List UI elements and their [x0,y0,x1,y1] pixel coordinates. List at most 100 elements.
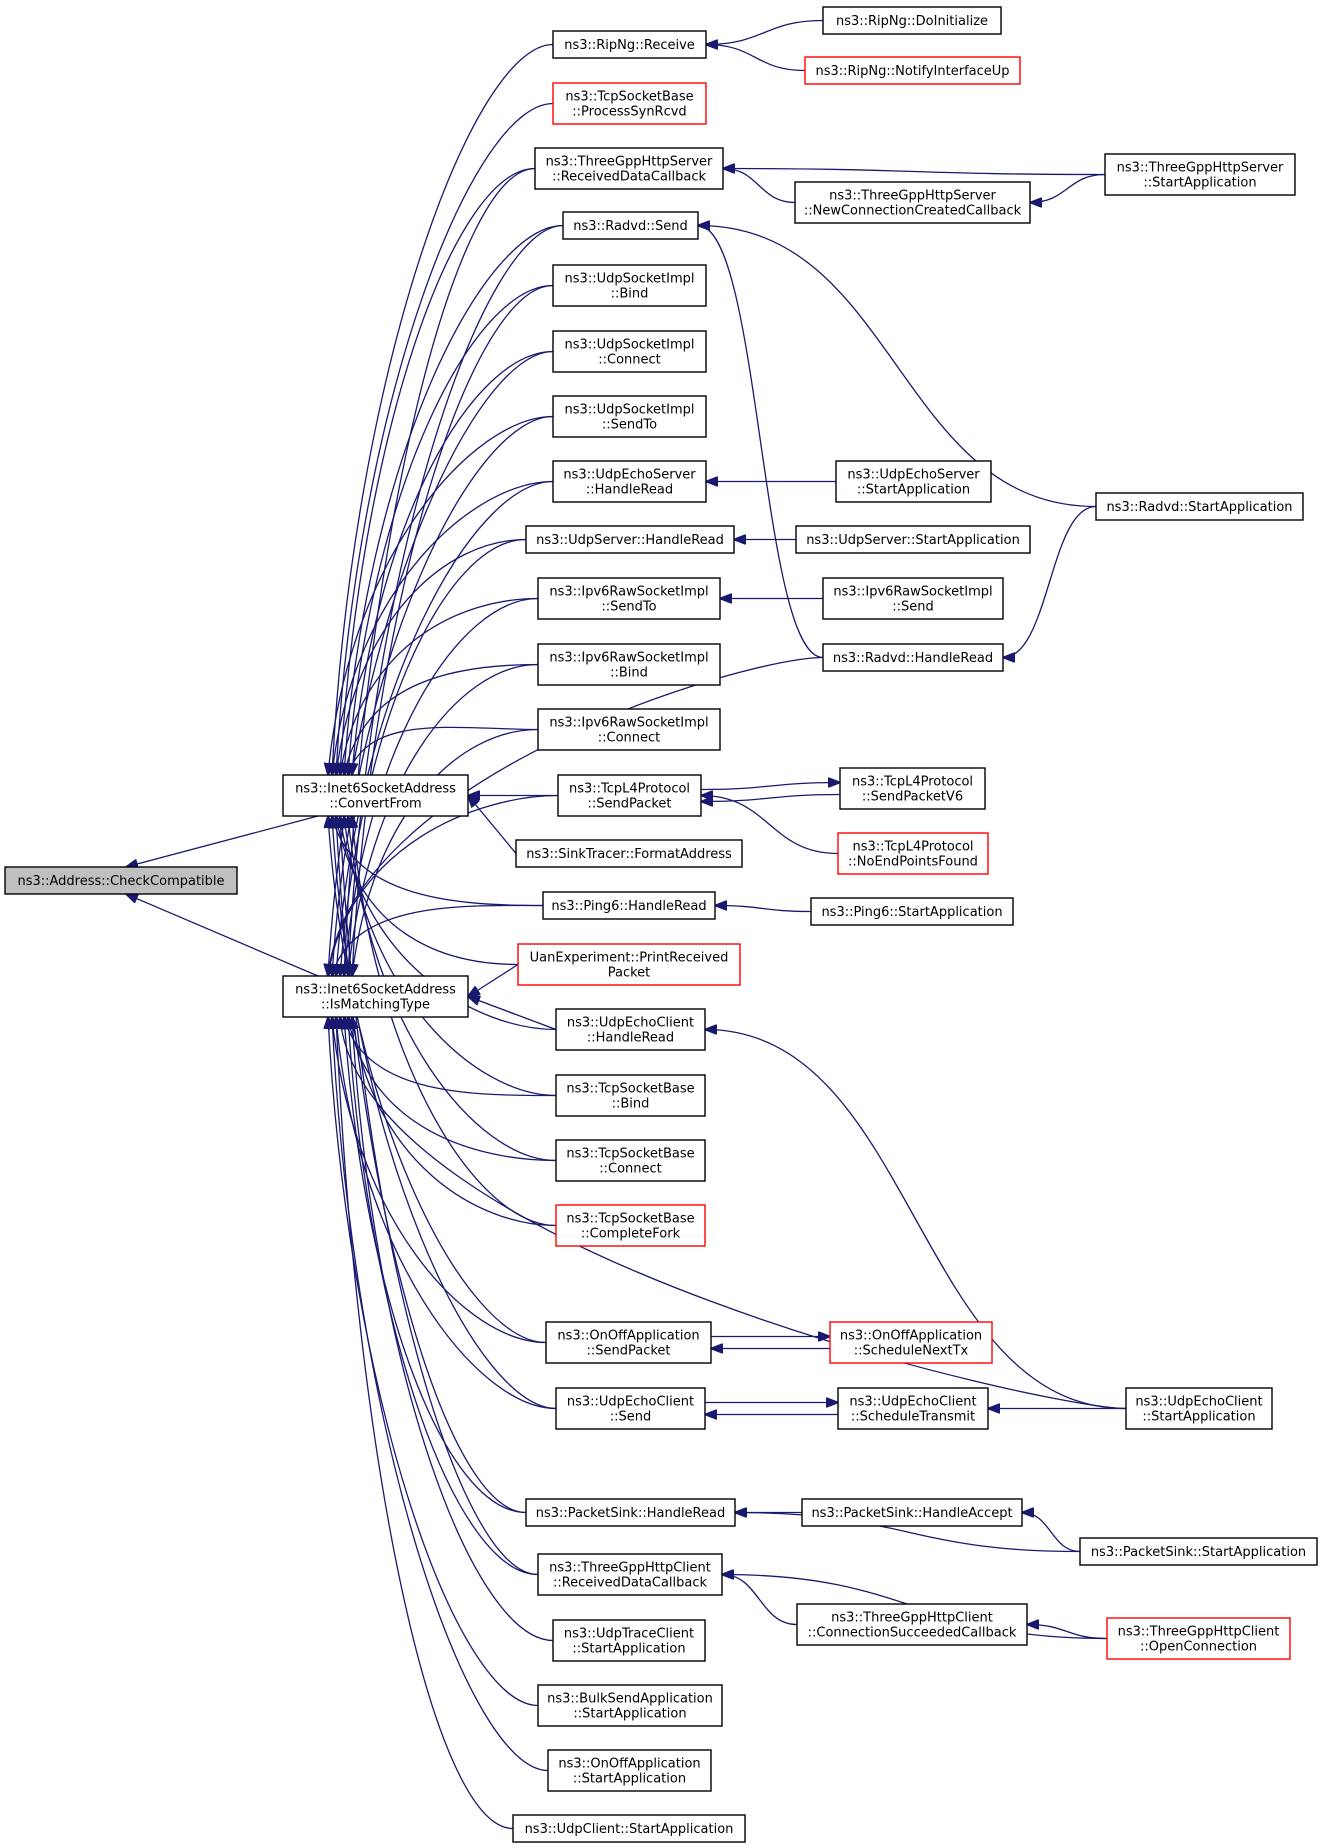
function-node-sinkAccept[interactable]: ns3::PacketSink::HandleAccept [801,1498,1023,1527]
node-label: ::CompleteFork [581,1227,681,1242]
function-node-udpSrvStart[interactable]: ns3::UdpServer::StartApplication [795,525,1031,554]
function-node-tcpL4Send[interactable]: ns3::TcpL4Protocol::SendPacket [557,774,702,817]
function-node-tcpConnect[interactable]: ns3::TcpSocketBase::Connect [555,1139,706,1182]
function-node-ripRecv[interactable]: ns3::RipNg::Receive [552,30,707,59]
function-node-httpCliOpen[interactable]: ns3::ThreeGppHttpClient::OpenConnection [1106,1617,1291,1660]
function-node-tcpFork[interactable]: ns3::TcpSocketBase::CompleteFork [555,1204,706,1247]
function-node-root[interactable]: ns3::Address::CheckCompatible [4,866,238,895]
call-edge [701,793,841,802]
call-edge [328,1017,539,1707]
node-box [552,330,707,373]
node-label: ::SendPacketV6 [862,790,963,805]
call-edge [332,1017,547,1344]
function-node-httpSrvStart[interactable]: ns3::ThreeGppHttpServer::StartApplicatio… [1104,153,1296,196]
node-label: ns3::RipNg::DoInitialize [836,14,988,29]
call-edge [698,226,1097,508]
function-node-traceStart[interactable]: ns3::UdpTraceClient::StartApplication [552,1619,706,1662]
function-node-onoffNext[interactable]: ns3::OnOffApplication::ScheduleNextTx [829,1321,993,1364]
node-label: ns3::PacketSink::StartApplication [1091,1545,1306,1560]
function-node-ip6Bind[interactable]: ns3::Ipv6RawSocketImpl::Bind [537,643,721,686]
function-node-radvdSend[interactable]: ns3::Radvd::Send [562,211,699,240]
node-label: ns3::TcpSocketBase [566,1212,694,1227]
function-node-httpCliConn[interactable]: ns3::ThreeGppHttpClient::ConnectionSucce… [796,1603,1028,1646]
function-node-httpSrvNew[interactable]: ns3::ThreeGppHttpServer::NewConnectionCr… [794,181,1031,224]
node-label: ::Send [610,1410,652,1425]
function-node-bulkStart[interactable]: ns3::BulkSendApplication::StartApplicati… [537,1684,723,1727]
node-label: ::ScheduleTransmit [851,1410,975,1425]
node-label: ::NoEndPointsFound [848,855,978,870]
function-node-sinkTracer[interactable]: ns3::SinkTracer::FormatAddress [515,839,743,868]
node-label: ::Connect [598,731,661,746]
node-box [552,1619,706,1662]
function-node-echoSrvStart[interactable]: ns3::UdpEchoServer::StartApplication [835,460,992,503]
node-label: ::Bind [611,287,649,302]
call-edge [336,1017,514,1830]
node-label: ::IsMatchingType [321,998,430,1013]
node-box [525,1498,736,1527]
function-node-onoffStart[interactable]: ns3::OnOffApplication::StartApplication [547,1749,712,1792]
node-label: ::HandleRead [587,1031,674,1046]
call-edge [352,1017,557,1227]
node-label: ns3::SinkTracer::FormatAddress [526,847,732,862]
node-label: ::SendTo [601,600,656,615]
node-label: ::OpenConnection [1140,1640,1257,1655]
function-node-cf[interactable]: ns3::Inet6SocketAddress::ConvertFrom [282,774,469,817]
function-node-echoSrvRead[interactable]: ns3::UdpEchoServer::HandleRead [552,460,707,503]
call-edge [332,904,544,976]
function-node-radvdStart[interactable]: ns3::Radvd::StartApplication [1095,492,1304,521]
function-node-httpCliRecv[interactable]: ns3::ThreeGppHttpClient::ReceivedDataCal… [537,1553,723,1596]
node-label: ns3::Ping6::HandleRead [551,899,706,914]
call-edge [332,415,554,977]
call-edge [336,816,519,966]
node-box [537,708,721,751]
function-node-ip6SendTo[interactable]: ns3::Ipv6RawSocketImpl::SendTo [537,577,721,620]
node-label: ::StartApplication [572,1642,685,1657]
function-node-udpConnect[interactable]: ns3::UdpSocketImpl::Connect [552,330,707,373]
node-label: ns3::Radvd::StartApplication [1106,500,1292,515]
function-node-echoCliSend[interactable]: ns3::UdpEchoClient::Send [555,1387,706,1430]
function-node-onoffSend[interactable]: ns3::OnOffApplication::SendPacket [545,1321,712,1364]
function-node-tcpSyn[interactable]: ns3::TcpSocketBase::ProcessSynRcvd [552,82,707,125]
node-box [822,643,1004,672]
function-node-radvdRead[interactable]: ns3::Radvd::HandleRead [822,643,1004,672]
node-label: ns3::Ipv6RawSocketImpl [549,585,708,600]
node-label: ::StartApplication [1143,176,1256,191]
node-label: ns3::UdpEchoClient [567,1016,694,1031]
function-node-echoCliRead[interactable]: ns3::UdpEchoClient::HandleRead [555,1008,706,1051]
function-node-tcpL4V6[interactable]: ns3::TcpL4Protocol::SendPacketV6 [839,767,986,810]
function-node-ripInit[interactable]: ns3::RipNg::DoInitialize [822,6,1002,35]
function-node-httpSrvRecv[interactable]: ns3::ThreeGppHttpServer::ReceivedDataCal… [534,147,724,190]
function-node-udpCliStart[interactable]: ns3::UdpClient::StartApplication [512,1814,746,1843]
function-node-pingStart[interactable]: ns3::Ping6::StartApplication [810,897,1014,926]
node-label: ns3::TcpSocketBase [566,1082,694,1097]
node-label: ns3::UdpEchoClient [567,1395,694,1410]
node-box [552,30,707,59]
function-node-udpSendTo[interactable]: ns3::UdpSocketImpl::SendTo [552,395,707,438]
node-box [837,832,989,875]
node-box [547,1749,712,1792]
function-node-tcpL4NoEP[interactable]: ns3::TcpL4Protocol::NoEndPointsFound [837,832,989,875]
function-node-ip6Connect[interactable]: ns3::Ipv6RawSocketImpl::Connect [537,708,721,751]
function-node-echoCliStart[interactable]: ns3::UdpEchoClient::StartApplication [1125,1387,1273,1430]
node-label: ::ReceivedDataCallback [552,170,707,185]
function-node-sinkStart[interactable]: ns3::PacketSink::StartApplication [1079,1537,1318,1566]
function-node-ripNotify[interactable]: ns3::RipNg::NotifyInterfaceUp [804,56,1021,85]
function-node-imt[interactable]: ns3::Inet6SocketAddress::IsMatchingType [282,975,469,1018]
call-edge [722,1575,798,1626]
function-node-echoCliSched[interactable]: ns3::UdpEchoClient::ScheduleTransmit [837,1387,989,1430]
node-label: ns3::ThreeGppHttpClient [549,1561,711,1576]
call-edge [332,43,554,776]
function-node-sinkRead[interactable]: ns3::PacketSink::HandleRead [525,1498,736,1527]
node-label: ns3::UdpServer::HandleRead [536,533,724,548]
function-node-udpSrvRead[interactable]: ns3::UdpServer::HandleRead [525,525,735,554]
node-label: ::Send [892,600,934,615]
function-node-ip6Send[interactable]: ns3::Ipv6RawSocketImpl::Send [822,577,1004,620]
call-edge [1022,1513,1081,1553]
function-node-pingRead[interactable]: ns3::Ping6::HandleRead [542,891,716,920]
call-edge [340,538,527,977]
function-node-udpBind[interactable]: ns3::UdpSocketImpl::Bind [552,264,707,307]
node-label: ::SendPacket [586,1344,670,1359]
function-node-tcpBind[interactable]: ns3::TcpSocketBase::Bind [555,1074,706,1117]
